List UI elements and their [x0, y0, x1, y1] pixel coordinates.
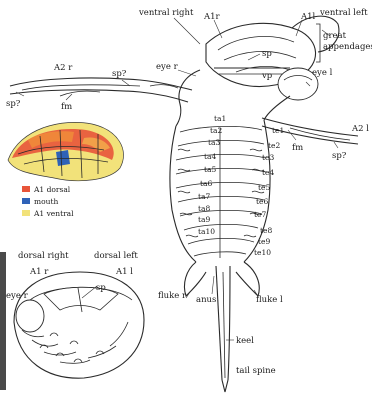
label-sp-q-far-left: sp?	[6, 99, 21, 109]
label-ta1: ta1	[214, 114, 226, 123]
inset-label-sp: sp	[96, 283, 106, 293]
inset-legend: A1 dorsal mouth A1 ventral	[22, 185, 74, 218]
label-ta2: ta2	[210, 126, 222, 135]
label-ta4: ta4	[204, 152, 216, 161]
label-fm-left: fm	[61, 102, 72, 112]
label-te7: te7	[254, 210, 266, 219]
label-appendages: appendages	[323, 42, 372, 52]
label-ta9: ta9	[198, 215, 210, 224]
label-te10: te10	[254, 248, 271, 257]
label-fm-right: fm	[292, 143, 303, 153]
legend-swatch-a1-dorsal	[22, 186, 30, 192]
label-ventral-right: ventral right	[138, 8, 194, 18]
label-keel: keel	[236, 336, 254, 346]
label-te1: te1	[272, 126, 284, 135]
legend-label-a1-ventral: A1 ventral	[33, 209, 74, 218]
inset-label-dorsal-left: dorsal left	[94, 251, 138, 261]
label-ta5: ta5	[204, 165, 216, 174]
legend-swatch-mouth	[22, 198, 30, 204]
color-reconstruction-inset	[8, 122, 124, 180]
label-te9: te9	[258, 237, 270, 246]
label-great: great	[323, 31, 347, 41]
label-te6: te6	[256, 197, 268, 206]
label-ta8: ta8	[198, 204, 210, 213]
label-ta6: ta6	[200, 179, 212, 188]
label-ta7: ta7	[198, 192, 210, 201]
label-te5: te5	[258, 183, 270, 192]
label-ventral-left: ventral left	[319, 8, 368, 18]
label-sp-top: sp	[262, 49, 272, 59]
label-te3: te3	[262, 153, 274, 162]
legend-label-mouth: mouth	[34, 197, 58, 206]
inset-label-dorsal-right: dorsal right	[18, 251, 69, 261]
a2-right-appendage	[10, 78, 192, 102]
label-sp-q-right: sp?	[332, 151, 347, 161]
label-ta3: ta3	[208, 138, 220, 147]
label-te8: te8	[260, 226, 272, 235]
label-a1r: A1r	[203, 12, 221, 22]
inset-label-a1l: A1 l	[115, 267, 133, 277]
label-a2l: A2 l	[351, 124, 369, 134]
label-a2r: A2 r	[53, 63, 73, 73]
label-anus: anus	[196, 295, 216, 305]
label-tail-spine: tail spine	[236, 366, 276, 376]
inset-label-a1r: A1 r	[29, 267, 49, 277]
label-sp-q-left-top: sp?	[112, 69, 127, 79]
label-a1l: A1l	[300, 12, 316, 22]
label-te2: te2	[268, 141, 280, 150]
legend-swatch-a1-ventral	[22, 210, 30, 216]
inset-label-eye-r: eye r	[6, 291, 29, 301]
label-te4: te4	[262, 168, 274, 177]
label-ta10: ta10	[198, 227, 215, 236]
great-appendages-bracket	[316, 24, 320, 62]
label-fluke-r: fluke r	[158, 291, 187, 301]
label-eye-l: eye l	[312, 68, 333, 78]
label-vp: vp	[261, 71, 273, 81]
legend-label-a1-dorsal: A1 dorsal	[33, 185, 71, 194]
label-fluke-l: fluke l	[256, 295, 283, 305]
label-eye-r: eye r	[156, 62, 179, 72]
